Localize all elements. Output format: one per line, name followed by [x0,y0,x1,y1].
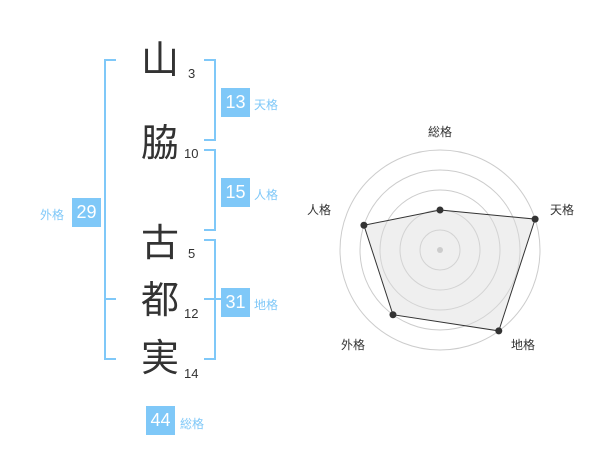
gaikaku-value: 29 [72,198,101,227]
stroke-count-2: 10 [184,146,199,161]
radar-point [436,206,444,214]
chikaku-label: 地格 [254,298,279,312]
radar-ring [379,189,501,311]
chikaku-connector [215,298,221,300]
soukaku-label: 総格 [180,417,205,431]
soukaku-value: 44 [146,406,175,435]
jinkaku-value: 15 [221,178,250,207]
radar-ring [359,169,521,331]
name-char-1: 山 [140,38,179,82]
stroke-count-5: 14 [184,366,199,381]
radar-point [495,327,503,335]
radar-label-chikaku: 地格 [511,338,536,352]
tenkaku-value: 13 [221,88,250,117]
gaikaku-bracket [104,59,116,360]
jinkaku-label: 人格 [254,188,279,202]
chikaku-value: 31 [221,288,250,317]
gaikaku-label: 外格 [40,208,65,222]
name-char-4: 都 [140,278,179,322]
radar-point [389,311,397,319]
radar-ring [339,149,541,351]
chikaku-bracket-tick [204,298,216,300]
gaikaku-bracket-tick [104,298,116,300]
name-char-3: 古 [140,221,179,265]
radar-center [437,247,443,253]
tenkaku-bracket [204,59,216,141]
radar-label-gaikaku: 外格 [341,338,366,352]
radar-area [363,209,536,332]
jinkaku-bracket [204,149,216,231]
radar-point [531,215,539,223]
radar-label-soukaku: 総格 [428,125,453,139]
radar-ring [419,229,461,271]
stroke-count-3: 5 [188,246,196,261]
name-char-5: 実 [140,336,179,380]
radar-point [360,221,368,229]
name-char-2: 脇 [140,121,179,165]
tenkaku-label: 天格 [254,98,279,112]
stroke-count-4: 12 [184,306,199,321]
radar-label-jinkaku: 人格 [307,203,332,217]
stroke-count-1: 3 [188,66,196,81]
radar-label-tenkaku: 天格 [550,203,575,217]
